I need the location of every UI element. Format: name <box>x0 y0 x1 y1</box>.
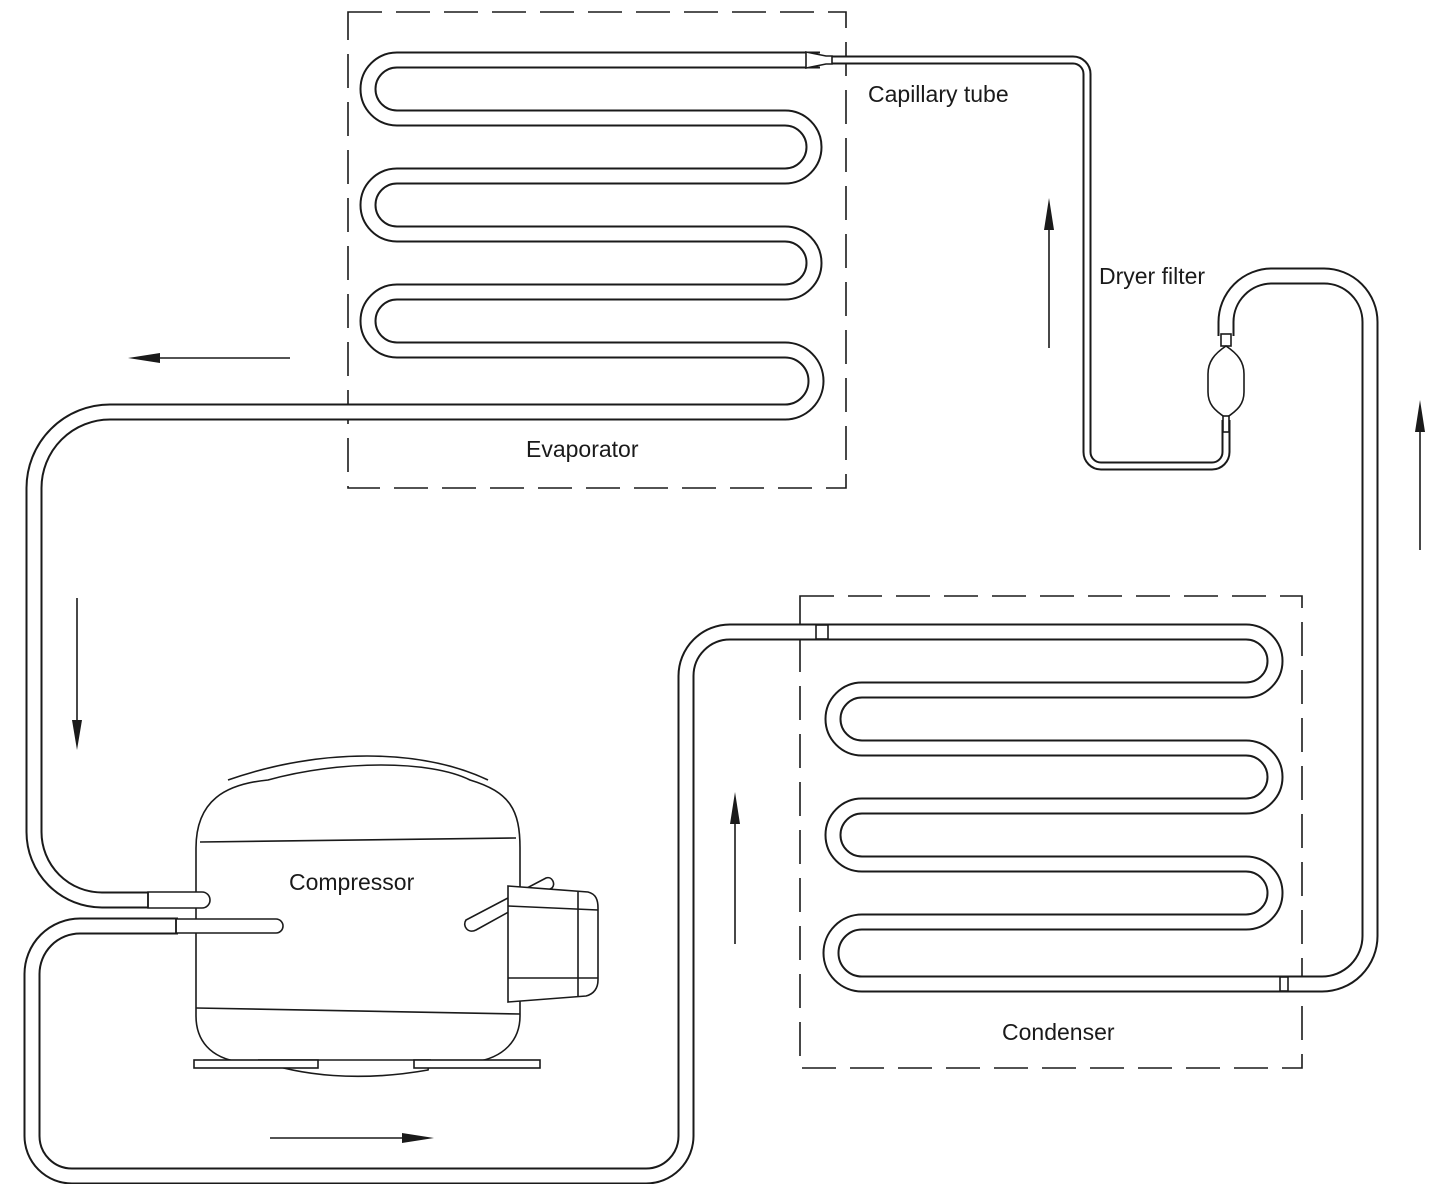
compressor-suction-stub <box>147 891 211 909</box>
capillary-tube-label: Capillary tube <box>868 81 1009 107</box>
condenser-outlet-fitting <box>1279 976 1289 992</box>
evaporator-label: Evaporator <box>526 436 639 462</box>
dryer-filter-label: Dryer filter <box>1099 263 1206 289</box>
capillary-reducer <box>805 51 833 69</box>
flow-arrow-up-liquid <box>1415 400 1425 550</box>
evaporator-enclosure <box>347 11 847 489</box>
discharge-line <box>23 623 820 1184</box>
suction-line <box>25 403 786 909</box>
condenser-coil <box>818 623 1286 993</box>
condenser-enclosure <box>799 595 1303 1069</box>
dryer-filter <box>1207 333 1245 433</box>
compressor-body <box>193 755 541 1078</box>
flow-arrow-right <box>270 1133 434 1143</box>
flow-arrow-down <box>72 598 82 750</box>
liquid-line <box>1217 267 1379 993</box>
capillary-tube <box>828 55 1231 471</box>
condenser-inlet-fitting <box>815 624 829 640</box>
flow-arrow-left <box>128 353 290 363</box>
evaporator-coil <box>359 51 825 421</box>
compressor-electrical-box <box>507 885 599 1003</box>
condenser-label: Condenser <box>1002 1019 1115 1045</box>
compressor-discharge-stub <box>175 918 284 934</box>
flow-arrow-up-discharge <box>730 792 740 944</box>
flow-arrow-up-capillary <box>1044 198 1054 348</box>
compressor-label: Compressor <box>289 869 415 895</box>
